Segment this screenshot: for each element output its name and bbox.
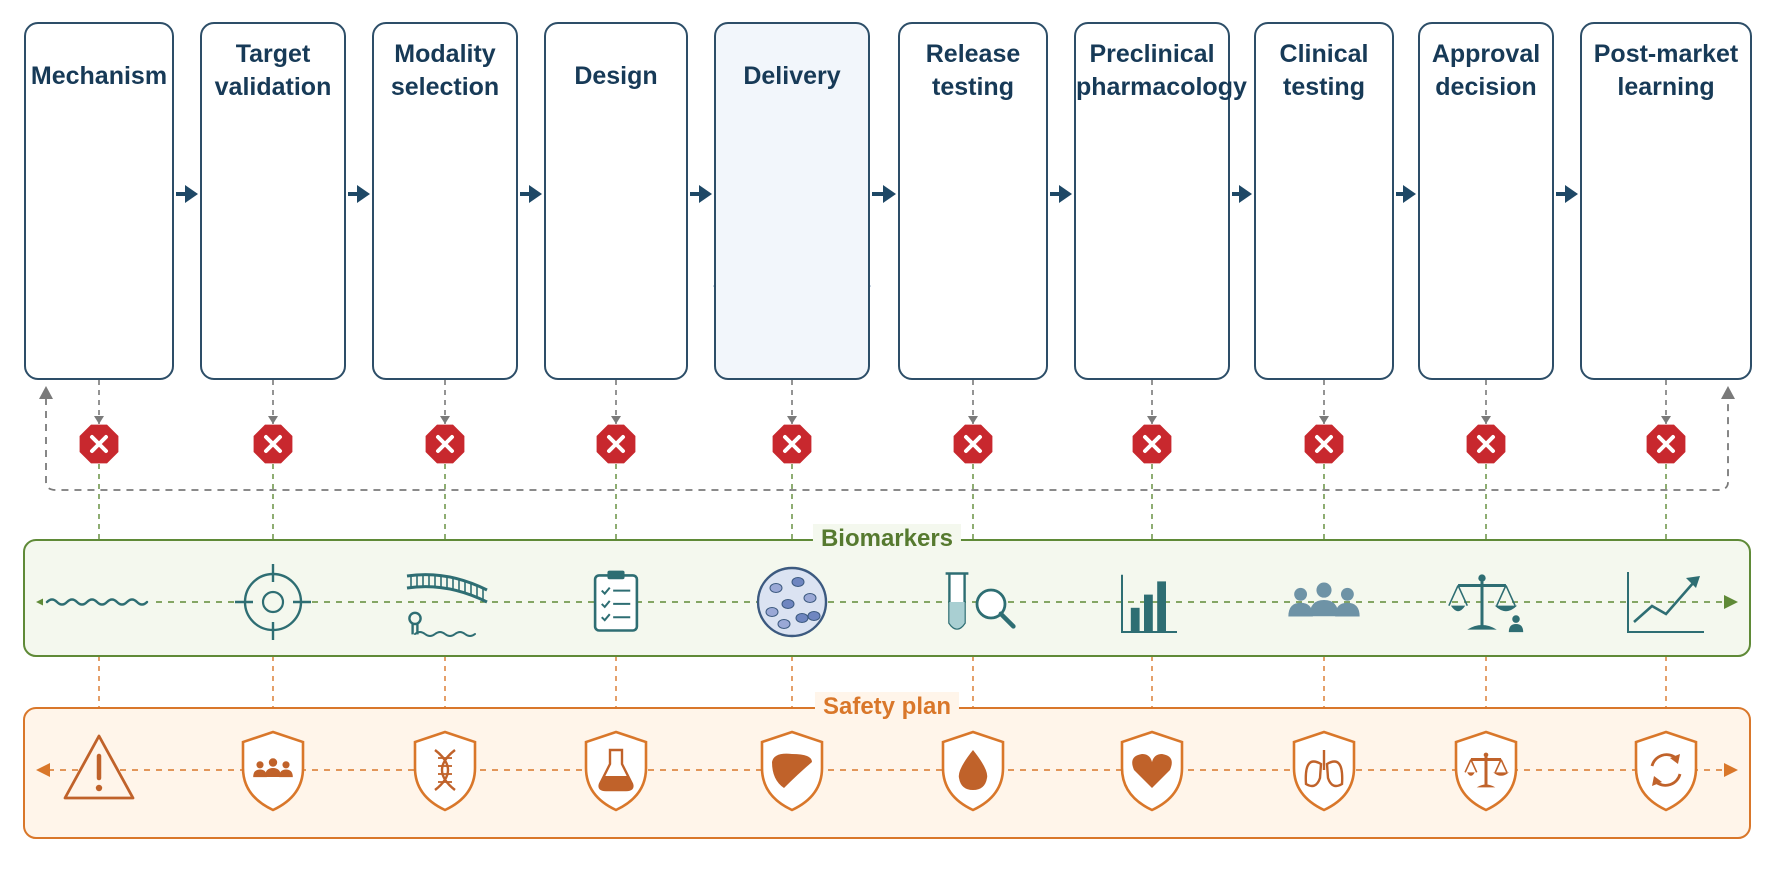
shield-flask-icon xyxy=(584,730,648,812)
shield-people-icon xyxy=(241,730,305,812)
stage-title-line: Release xyxy=(925,40,1021,68)
stop-sign-icon xyxy=(772,424,812,464)
stop-sign-icon xyxy=(253,424,293,464)
stage-title-mechanism: Mechanism xyxy=(26,60,172,93)
stage-to-stop-arrow xyxy=(1481,416,1491,424)
safety-right-arrow xyxy=(1724,763,1738,777)
stage-title-line: validation xyxy=(214,73,332,101)
cell-sample-icon xyxy=(756,566,828,638)
scales-person-icon xyxy=(1448,574,1524,633)
stage-to-stop-arrow xyxy=(440,416,450,424)
stage-to-stop-arrow xyxy=(787,416,797,424)
target-icon xyxy=(235,564,311,640)
stage-title-line: Mechanism xyxy=(30,62,168,90)
biomarkers-label: Biomarkers xyxy=(812,524,962,554)
stage-title-line: learning xyxy=(1617,73,1715,101)
safety-left-arrow xyxy=(36,763,50,777)
stage-title-preclinical-pharmacology: Preclinical pharmacology xyxy=(1076,38,1247,104)
stage-box-target-validation: Target validation xyxy=(200,22,346,380)
stage-title-post-market-learning: Post-market learning xyxy=(1582,38,1750,104)
stage-title-line: Preclinical xyxy=(1089,40,1215,68)
shield-liver-icon xyxy=(760,730,824,812)
safety-plan-label: Safety plan xyxy=(814,692,960,722)
trend-line-icon xyxy=(1627,572,1704,633)
stage-box-clinical-testing: Clinical testing xyxy=(1254,22,1394,380)
stage-title-target-validation: Target validation xyxy=(202,38,344,104)
rna-strand-icon xyxy=(43,592,155,612)
stop-sign-icon xyxy=(1304,424,1344,464)
stage-box-approval-decision: Approval decision xyxy=(1418,22,1554,380)
stage-to-stop-arrow xyxy=(611,416,621,424)
stage-to-stop-arrow xyxy=(968,416,978,424)
stage-title-delivery: Delivery xyxy=(716,60,868,93)
stage-box-delivery: Delivery xyxy=(714,22,870,380)
shield-drop-icon xyxy=(941,730,1005,812)
stage-connector-arrow xyxy=(883,185,896,203)
stage-to-stop-arrow xyxy=(268,416,278,424)
stage-title-release-testing: Release testing xyxy=(900,38,1046,104)
stage-to-stop-arrow xyxy=(94,416,104,424)
stage-title-approval-decision: Approval decision xyxy=(1420,38,1552,104)
stage-title-line: Approval xyxy=(1431,40,1541,68)
duplex-hairpin-icon xyxy=(406,573,488,637)
stage-title-clinical-testing: Clinical testing xyxy=(1256,38,1392,104)
shield-scales-icon xyxy=(1454,730,1518,812)
stage-connector-arrow xyxy=(699,185,712,203)
stage-box-release-testing: Release testing xyxy=(898,22,1048,380)
shield-dna-icon xyxy=(413,730,477,812)
stage-title-line: Post-market xyxy=(1593,40,1739,68)
stage-box-post-market-learning: Post-market learning xyxy=(1580,22,1752,380)
stop-sign-icon xyxy=(1466,424,1506,464)
stage-to-stop-arrow xyxy=(1147,416,1157,424)
stage-title-line: Target xyxy=(235,40,311,68)
warning-icon xyxy=(63,734,135,800)
stage-title-line: testing xyxy=(932,73,1014,101)
stop-sign-icon xyxy=(425,424,465,464)
stage-title-modality-selection: Modality selection xyxy=(374,38,516,104)
tube-magnifier-icon xyxy=(945,572,1016,630)
stage-connector-arrow xyxy=(1565,185,1578,203)
stage-box-preclinical-pharmacology: Preclinical pharmacology xyxy=(1074,22,1247,380)
stage-title-line: Delivery xyxy=(743,62,841,90)
stage-connector-arrow xyxy=(1403,185,1416,203)
feedback-arrow-right xyxy=(1721,386,1735,399)
shield-lungs-icon xyxy=(1292,730,1356,812)
stage-connector-arrow xyxy=(1059,185,1072,203)
bar-chart-icon xyxy=(1121,574,1177,633)
checklist-icon xyxy=(593,570,639,632)
stage-title-line: decision xyxy=(1435,73,1537,101)
stage-title-line: selection xyxy=(390,73,500,101)
stage-title-line: Design xyxy=(574,62,658,90)
stop-sign-icon xyxy=(953,424,993,464)
stage-connector-arrow xyxy=(185,185,198,203)
stage-title-line: pharmacology xyxy=(1076,73,1247,101)
stage-connector-arrow xyxy=(529,185,542,203)
stage-to-stop-arrow xyxy=(1319,416,1329,424)
stage-connector-arrow xyxy=(1239,185,1252,203)
feedback-arrow-left xyxy=(39,386,53,399)
stop-sign-icon xyxy=(596,424,636,464)
stop-sign-icon xyxy=(1132,424,1172,464)
people-icon xyxy=(1288,582,1360,617)
stage-box-mechanism: Mechanism xyxy=(24,22,174,380)
stage-title-line: testing xyxy=(1283,73,1365,101)
stop-sign-icon xyxy=(1646,424,1686,464)
stop-sign-icon xyxy=(79,424,119,464)
shield-heart-icon xyxy=(1120,730,1184,812)
biomarkers-right-arrow xyxy=(1724,595,1738,609)
stage-title-line: Modality xyxy=(394,40,496,68)
stage-box-modality-selection: Modality selection xyxy=(372,22,518,380)
stage-box-design: Design xyxy=(544,22,688,380)
stage-connector-arrow xyxy=(357,185,370,203)
shield-cycle-icon xyxy=(1634,730,1698,812)
feedback-loop-line xyxy=(45,398,1729,491)
stage-to-stop-arrow xyxy=(1661,416,1671,424)
stage-title-design: Design xyxy=(546,60,686,93)
stage-title-line: Clinical xyxy=(1279,40,1369,68)
